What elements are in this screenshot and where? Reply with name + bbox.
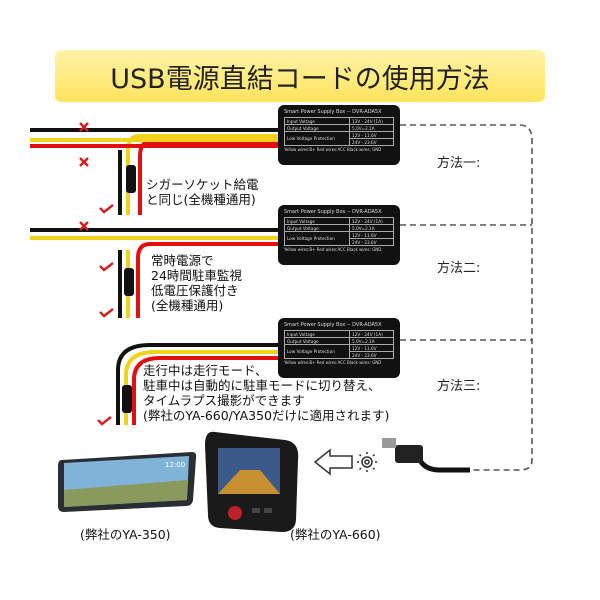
caption-ya660: (弊社のYA-660) xyxy=(290,527,381,542)
mirror-screen-time: 12:00 xyxy=(165,461,186,469)
wires-method-3 xyxy=(116,343,280,425)
spec-value: 12V - 11.6V xyxy=(349,344,394,352)
spec-label: Low Voltage Protection xyxy=(283,344,351,359)
wires-method-1 xyxy=(30,128,280,215)
spec-value: 12V - 11.6V xyxy=(349,231,394,239)
spec-label: Output Voltage xyxy=(283,124,351,132)
note-line: (全機種通用) xyxy=(151,298,224,313)
note-line: 低電圧保護付き xyxy=(151,283,239,298)
spec-label: Input Voltage xyxy=(283,117,351,125)
spec-label: Input Voltage xyxy=(283,330,351,338)
fuse-holders xyxy=(122,165,136,413)
box-header: Smart Power Supply Box -- DVR-ADA5X xyxy=(284,322,382,328)
spec-label: Input Voltage xyxy=(283,217,351,225)
power-box-method-2: Smart Power Supply Box -- DVR-ADA5X Inpu… xyxy=(278,205,400,265)
box-footer: Yellow wires:B+ Red wires:ACC Black wire… xyxy=(284,247,382,252)
note-line: と同じ(全機種通用) xyxy=(146,192,256,207)
note-line: (弊社のYA-660/YA350だけに適用されます) xyxy=(143,408,390,423)
method-2-label: 方法二: xyxy=(437,261,481,276)
title-banner: USB電源直結コードの使用方法 xyxy=(55,50,545,102)
spec-label: Low Voltage Protection xyxy=(283,231,351,246)
method-3-label: 方法三: xyxy=(437,379,481,394)
box-header: Smart Power Supply Box -- DVR-ADA5X xyxy=(284,209,382,215)
spec-value: 12V - 11.6V xyxy=(349,131,394,139)
mirror-dashcam-image xyxy=(58,452,197,512)
spec-value: 24V - 23.6V xyxy=(349,138,394,146)
check-icons xyxy=(97,204,114,426)
spec-value: 5.0V=2.1A xyxy=(349,224,394,232)
power-box-method-3: Smart Power Supply Box -- DVR-ADA5X Inpu… xyxy=(278,318,400,378)
method-1-note: シガーソケット給電 と同じ(全機種通用) xyxy=(143,176,262,208)
caption-ya350: (弊社のYA-350) xyxy=(80,527,171,542)
box-footer: Yellow wires:B+ Red wires:ACC Black wire… xyxy=(284,360,382,365)
power-box-method-1: Smart Power Supply Box -- DVR-ADA5X Inpu… xyxy=(278,105,400,165)
title: USB電源直結コードの使用方法 xyxy=(110,63,490,95)
note-line: シガーソケット給電 xyxy=(146,177,259,192)
note-line: 駐車中は自動的に駐車モードに切り替え、 xyxy=(143,378,381,393)
note-line: 常時電源で xyxy=(151,253,214,268)
spec-value: 5.0V=2.1A xyxy=(349,337,394,345)
spec-value: 12V - 24V (1A) xyxy=(349,217,394,225)
cross-icons xyxy=(79,122,89,231)
method-2-note: 常時電源で 24時間駐車監視 低電圧保護付き (全機種通用) xyxy=(148,252,245,314)
box-footer: Yellow wires:B+ Red wires:ACC Black wire… xyxy=(284,147,382,152)
dashcam-ya660-image xyxy=(205,431,299,532)
gear-icon xyxy=(357,452,377,472)
method-3-note: 走行中は走行モード、 駐車中は自動的に駐車モードに切り替え、 タイムラプス撮影が… xyxy=(140,362,392,424)
mini-usb-plug xyxy=(382,438,470,473)
arrow-left-icon xyxy=(313,448,353,476)
spec-label: Low Voltage Protection xyxy=(283,131,351,146)
note-line: タイムラプス撮影ができます xyxy=(143,393,305,408)
spec-label: Output Voltage xyxy=(283,224,351,232)
dashed-cable xyxy=(400,124,533,471)
spec-value: 12V - 24V (1A) xyxy=(349,330,394,338)
spec-value: 5.0V=2.1A xyxy=(349,124,394,132)
method-1-label: 方法一: xyxy=(437,156,481,171)
note-line: 24時間駐車監視 xyxy=(151,268,242,283)
note-line: 走行中は走行モード、 xyxy=(143,363,268,378)
spec-value: 24V - 23.6V xyxy=(349,351,394,359)
box-header: Smart Power Supply Box -- DVR-ADA5X xyxy=(284,109,382,115)
spec-label: Output Voltage xyxy=(283,337,351,345)
spec-value: 24V - 23.6V xyxy=(349,238,394,246)
spec-value: 12V - 24V (1A) xyxy=(349,117,394,125)
